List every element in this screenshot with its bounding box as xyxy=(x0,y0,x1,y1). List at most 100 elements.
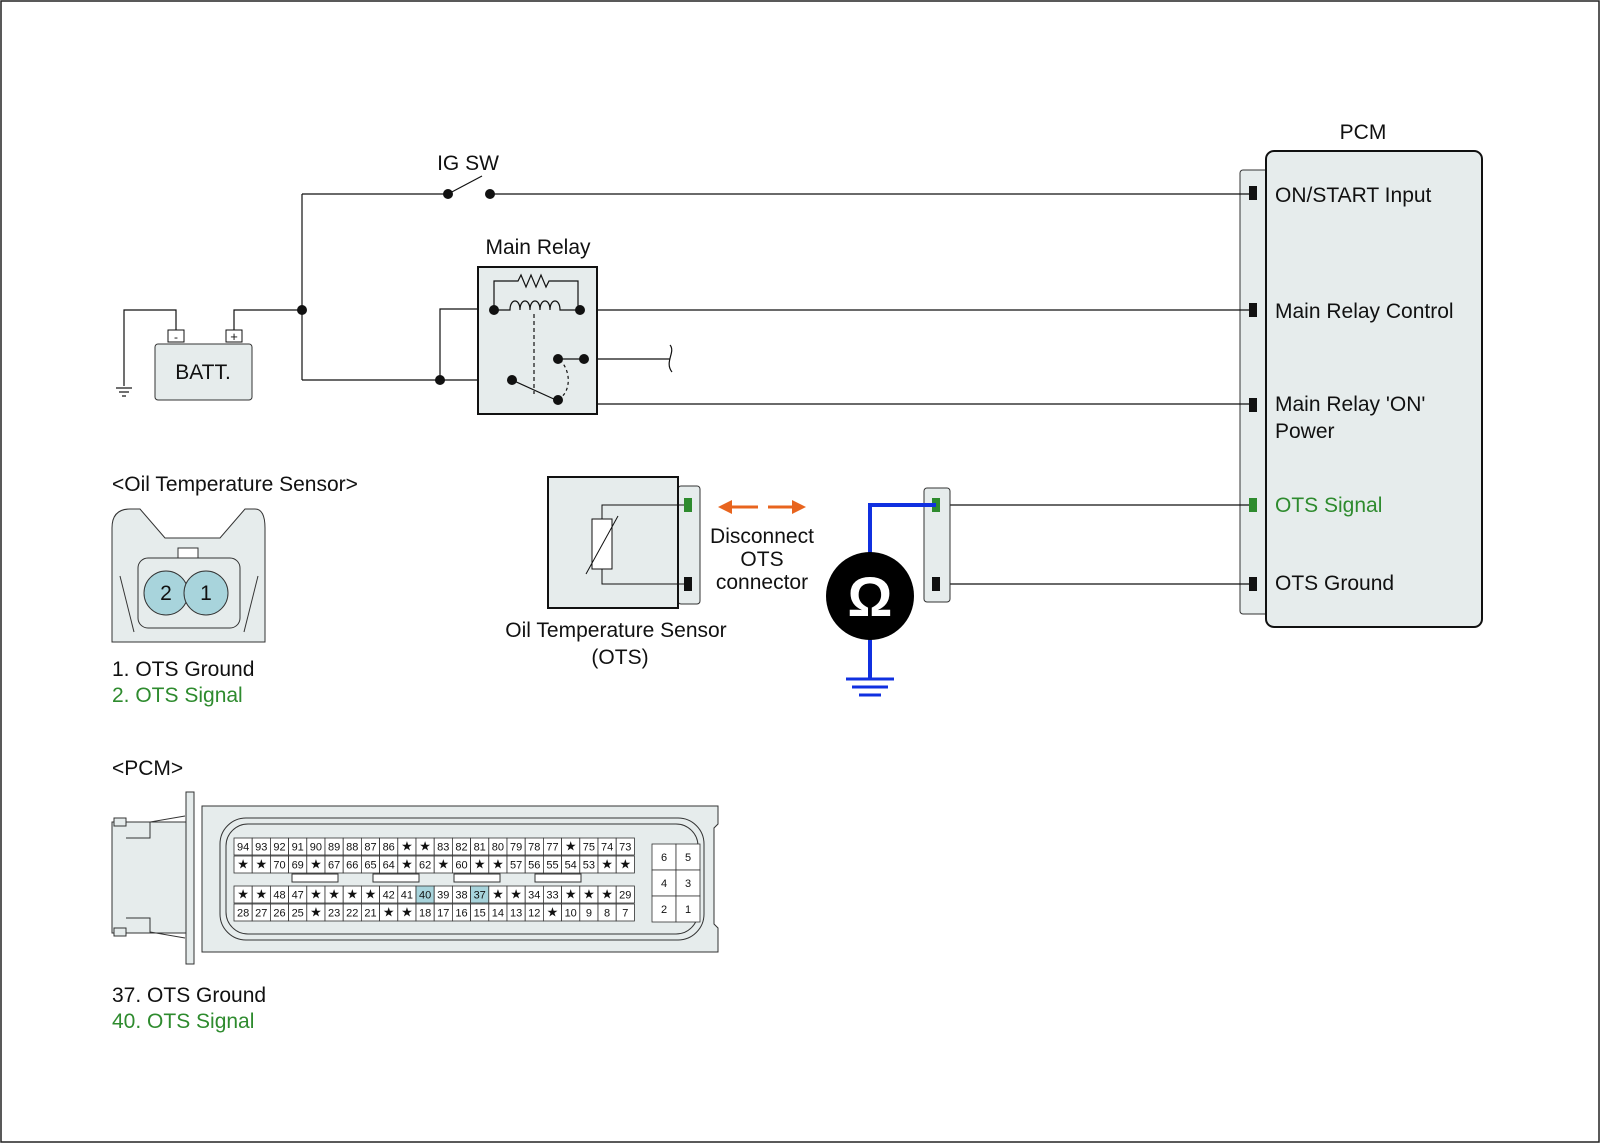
pcm-pin-label: ★ xyxy=(346,887,358,902)
pcm-pin-on-start xyxy=(1249,186,1257,200)
pcm-pin-label: ★ xyxy=(510,887,522,902)
pcm-pin-label: 17 xyxy=(437,908,449,920)
pcm-label-ots-signal: OTS Signal xyxy=(1275,494,1382,517)
pcm-small-pin-cell xyxy=(675,869,701,897)
pcm-pin-label: ★ xyxy=(383,905,395,920)
ots-legend-2: 2. OTS Signal xyxy=(112,684,243,707)
relay-terminal-dot xyxy=(507,375,517,385)
pcm-pin-ots-ground xyxy=(1249,577,1257,591)
minus-sign-icon: - xyxy=(174,330,178,344)
disconnect-label-3: connector xyxy=(716,571,808,594)
pcm-pin-label: ★ xyxy=(310,887,322,902)
pcm-pin-label: 79 xyxy=(510,842,522,854)
battery: - + BATT. xyxy=(154,329,253,401)
pcm-pin-label: ★ xyxy=(401,857,413,872)
pcm-pin-label: 25 xyxy=(292,908,304,920)
pcm-pin-relay-control xyxy=(1249,303,1257,317)
ig-sw-label: IG SW xyxy=(437,152,499,175)
ots-pin-2-label: 2 xyxy=(160,582,172,605)
pcm-small-pin-label: 2 xyxy=(661,904,667,916)
pcm-pin-label: 56 xyxy=(528,860,540,872)
pcm-pin-label: ★ xyxy=(437,857,449,872)
ots-connector-title: <Oil Temperature Sensor> xyxy=(112,473,358,496)
pcm-pin-label: 37 xyxy=(474,890,486,902)
relay-coil-feed xyxy=(439,308,478,380)
pcm-connector-title: <PCM> xyxy=(112,757,183,780)
meter-probe-wire-signal xyxy=(868,503,936,553)
pcm-pin-label: 28 xyxy=(237,908,249,920)
ots-sensor-label-2: (OTS) xyxy=(591,646,648,669)
pcm-pin-label: 10 xyxy=(565,908,577,920)
ots-pin-signal xyxy=(684,498,692,512)
ots-pin-1-label: 1 xyxy=(200,582,212,605)
relay-terminal-dot xyxy=(579,354,589,364)
junction-dot xyxy=(435,375,445,385)
batt-plus-terminal xyxy=(225,329,243,343)
pcm-latch-bar xyxy=(291,873,339,883)
pcm-pin-relay-on-power xyxy=(1249,398,1257,412)
pcm-pin-label: 88 xyxy=(346,842,358,854)
pcm-plug-shell xyxy=(111,821,189,934)
pcm-pin-label: 65 xyxy=(364,860,376,872)
pcm-pin-label: 40 xyxy=(419,890,431,902)
pcm-small-pin-label: 6 xyxy=(661,852,667,864)
junction-dot xyxy=(485,189,495,199)
pcm-pin-label: ★ xyxy=(547,905,559,920)
pcm-pin-label: 21 xyxy=(364,908,376,920)
pcm-pin-label: 87 xyxy=(364,842,376,854)
pcm-small-pin-label: 5 xyxy=(685,852,691,864)
pcm-label-relay-control: Main Relay Control xyxy=(1275,300,1454,323)
pcm-pin-label: 9 xyxy=(586,908,592,920)
pcm-label-relay-on-power-2: Power xyxy=(1275,420,1335,443)
pcm-legend-1: 37. OTS Ground xyxy=(112,984,266,1007)
plus-sign-icon: + xyxy=(230,329,238,344)
pcm-pin-label: 54 xyxy=(565,860,577,872)
pcm-small-pin-cell xyxy=(675,895,701,923)
ohmmeter-body xyxy=(826,552,914,640)
relay-box xyxy=(477,266,598,415)
pcm-pin-label: ★ xyxy=(474,857,486,872)
pcm-pin-label: 42 xyxy=(383,890,395,902)
pcm-pin-label: ★ xyxy=(401,905,413,920)
pcm-pin-label: 39 xyxy=(437,890,449,902)
batt-minus-wire xyxy=(123,309,177,386)
relay-switch-blade xyxy=(511,379,557,401)
relay-terminal-dot xyxy=(489,305,499,315)
pcm-pin-cell xyxy=(615,885,635,904)
ots-sensor-label: Oil Temperature Sensor xyxy=(505,619,726,642)
pcm-pin-label: ★ xyxy=(237,887,249,902)
pcm-label-ots-ground: OTS Ground xyxy=(1275,572,1394,595)
pcm-pin-label: 33 xyxy=(546,890,558,902)
ots-connector-edge xyxy=(119,575,135,633)
ohmmeter: Ω xyxy=(826,503,936,697)
arrow-right-icon xyxy=(792,500,806,514)
pcm-pin-label: ★ xyxy=(583,887,595,902)
pcm-pin-label: 70 xyxy=(273,860,285,872)
pcm-title: PCM xyxy=(1340,121,1387,144)
pcm-pin-label: 22 xyxy=(346,908,358,920)
pcm-label-on-start: ON/START Input xyxy=(1275,184,1432,207)
batt-plus-wire xyxy=(233,309,302,339)
pcm-plug-flange xyxy=(185,791,195,965)
pcm-plug-edge xyxy=(126,917,186,939)
main-relay-label: Main Relay xyxy=(485,236,591,259)
ots-legend-1: 1. OTS Ground xyxy=(112,658,254,681)
pcm-small-pin-cell xyxy=(651,869,677,897)
disconnect-label-1: Disconnect xyxy=(710,525,814,548)
ots-sensor: Oil Temperature Sensor (OTS) xyxy=(505,476,727,669)
pcm-pin-label: 23 xyxy=(328,908,340,920)
pcm-pin-label: 62 xyxy=(419,860,431,872)
relay-terminal-dot xyxy=(575,305,585,315)
pcm-pin-ots-signal xyxy=(1249,498,1257,512)
pcm-pin-label: ★ xyxy=(492,857,504,872)
wire-break-symbol xyxy=(668,344,673,373)
pcm-pin-label: 93 xyxy=(255,842,267,854)
ohm-icon: Ω xyxy=(848,565,893,628)
pcm-pin-label: ★ xyxy=(419,839,431,854)
arrow-left-icon xyxy=(718,500,732,514)
battery-body xyxy=(154,343,253,401)
pcm-pin-label: 67 xyxy=(328,860,340,872)
